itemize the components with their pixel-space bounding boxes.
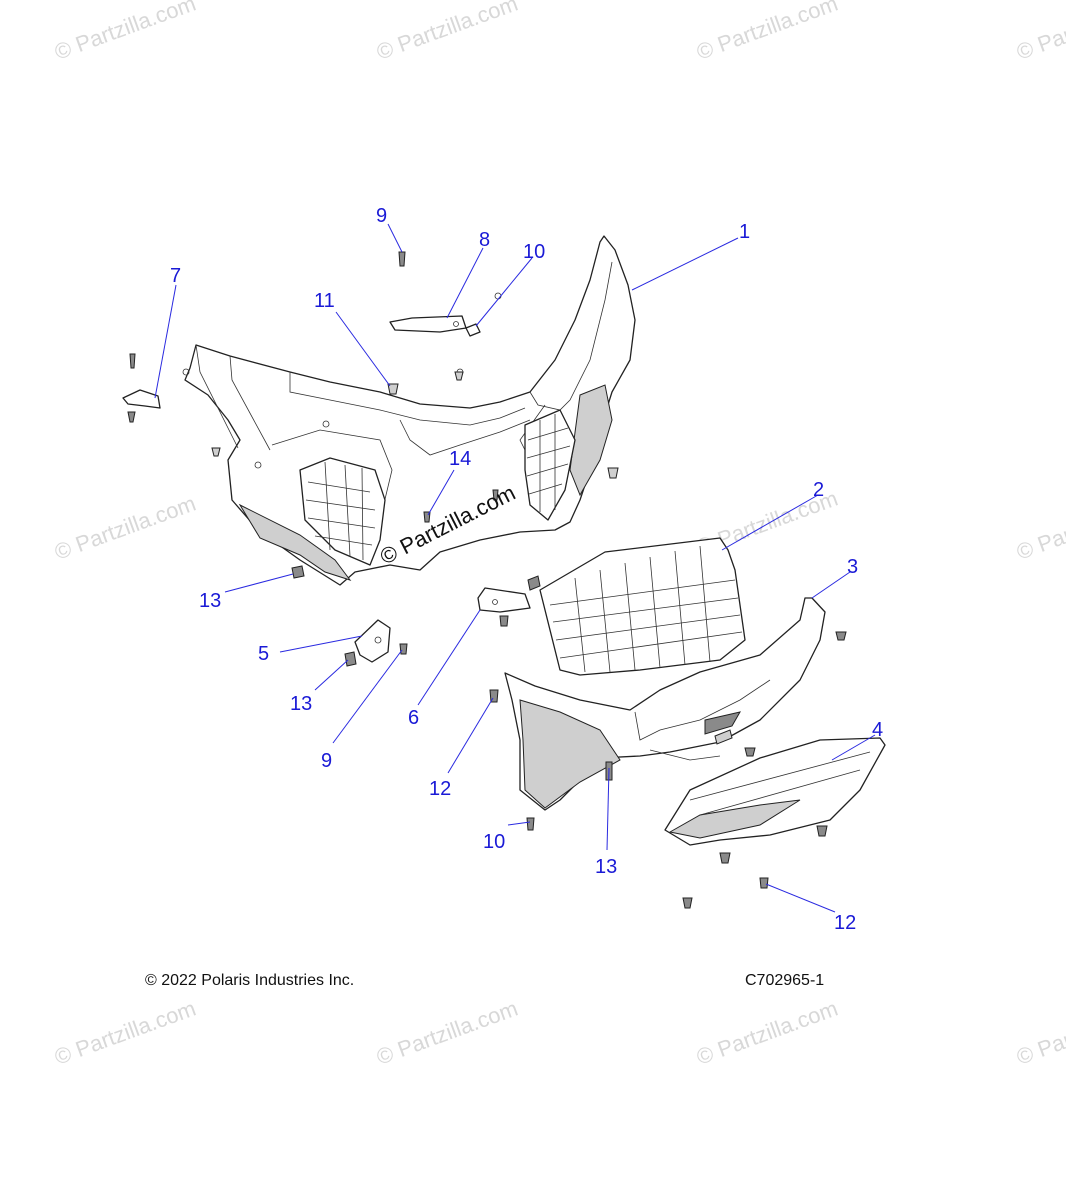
callout-7: 7 xyxy=(170,265,181,287)
callout-13-left: 13 xyxy=(199,590,221,612)
part-front-frame xyxy=(182,235,636,586)
diagram-code: C702965-1 xyxy=(745,972,825,989)
callout-1: 1 xyxy=(739,221,750,243)
callout-12-right: 12 xyxy=(834,912,856,934)
callout-12-left: 12 xyxy=(429,778,451,800)
part-bracket-5 xyxy=(354,619,391,663)
watermark-layer: © Partzilla.com © Partzilla.com © Partzi… xyxy=(51,0,1066,1070)
callout-9-bottom: 9 xyxy=(321,750,332,772)
callout-2: 2 xyxy=(813,479,824,501)
callouts: 1 2 3 4 5 6 7 8 9 9 10 10 11 12 12 13 13… xyxy=(170,205,883,934)
watermark: © Partzilla.com xyxy=(1013,491,1066,565)
part-bracket-8 xyxy=(389,315,467,333)
callout-11: 11 xyxy=(314,290,335,312)
part-lower-bumper xyxy=(504,597,826,811)
callout-8: 8 xyxy=(479,229,490,251)
watermark: © Partzilla.com xyxy=(373,996,521,1070)
watermark: © Partzilla.com xyxy=(1013,996,1066,1070)
copyright-text: © 2022 Polaris Industries Inc. xyxy=(145,972,355,989)
leader-lines xyxy=(154,223,876,913)
fasteners xyxy=(127,251,847,909)
watermark: © Partzilla.com xyxy=(693,996,841,1070)
callout-13-bottom: 13 xyxy=(595,856,617,878)
part-skid-plate xyxy=(664,737,886,846)
callout-6: 6 xyxy=(408,707,419,729)
watermark: © Partzilla.com xyxy=(51,491,199,565)
part-bracket-6 xyxy=(477,587,531,613)
callout-13-middle: 13 xyxy=(290,693,312,715)
callout-3: 3 xyxy=(847,556,858,578)
watermark: © Partzilla.com xyxy=(373,0,521,65)
callout-4: 4 xyxy=(872,719,883,741)
callout-5: 5 xyxy=(258,643,269,665)
watermark: © Partzilla.com xyxy=(51,996,199,1070)
watermark: © Partzilla.com xyxy=(693,0,841,65)
part-bracket-7 xyxy=(122,389,161,409)
part-grille-insert xyxy=(539,537,746,676)
callout-10-bottom: 10 xyxy=(483,831,505,853)
callout-14: 14 xyxy=(449,448,471,470)
watermark: © Partzilla.com xyxy=(1013,0,1066,65)
callout-10-top: 10 xyxy=(523,241,545,263)
watermark: © Partzilla.com xyxy=(51,0,199,65)
callout-9-top: 9 xyxy=(376,205,387,227)
